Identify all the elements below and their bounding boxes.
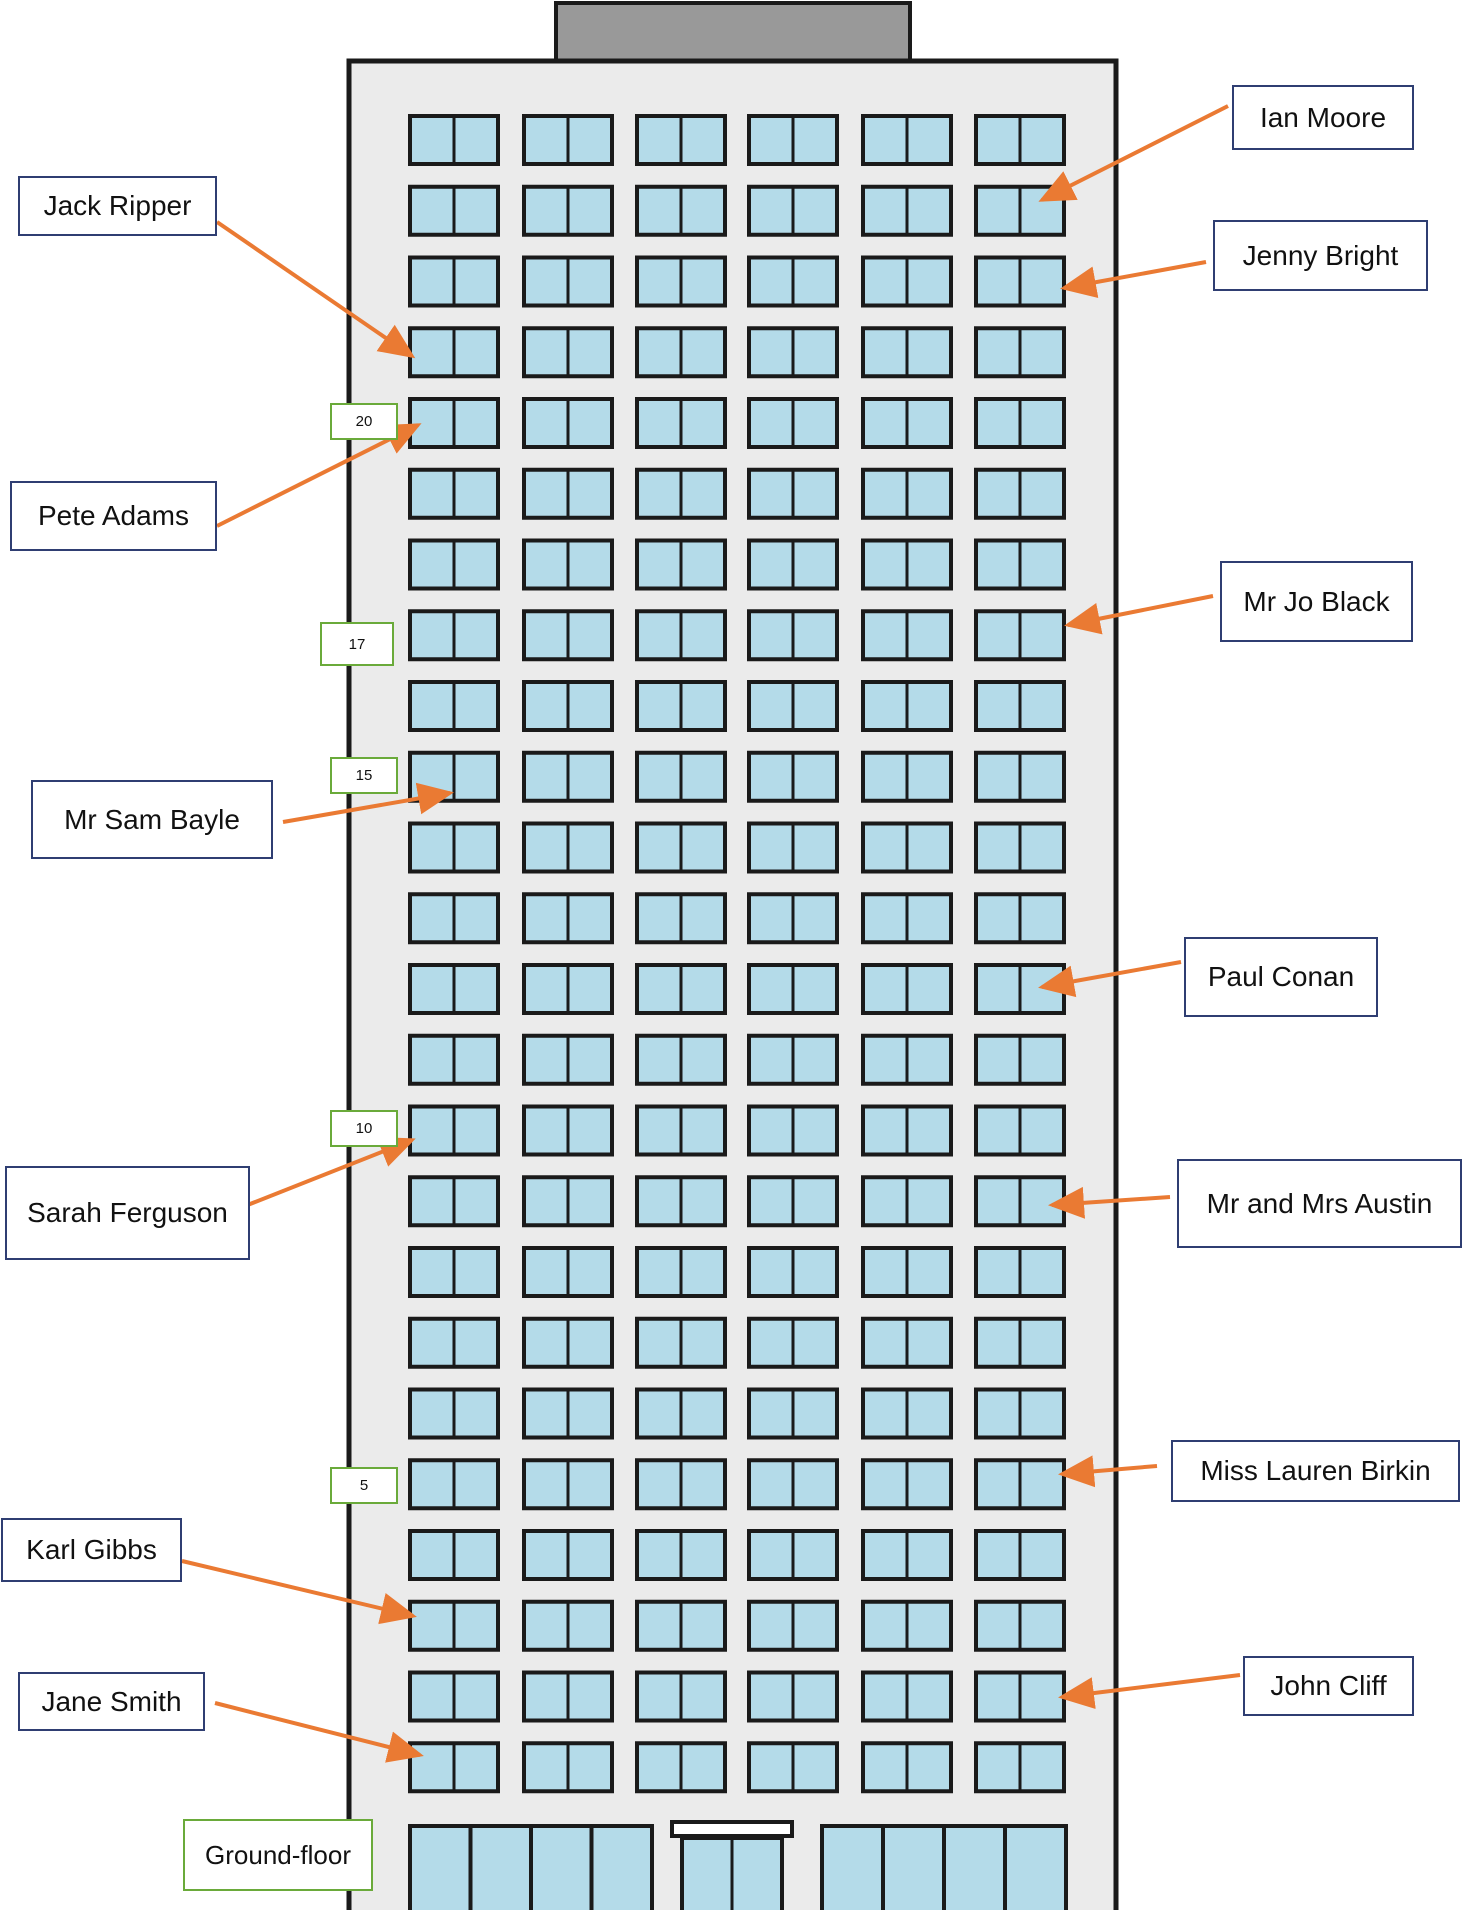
resident-label-jack-ripper: Jack Ripper (18, 176, 217, 236)
arrow-paul-conan (1038, 960, 1182, 998)
resident-label-mr-jo-black: Mr Jo Black (1220, 561, 1413, 642)
arrow-karl-gibbs (181, 1559, 417, 1625)
floor-label-10: 10 (330, 1110, 398, 1147)
arrow-ian-moore (1038, 104, 1229, 202)
resident-label-ian-moore: Ian Moore (1232, 85, 1414, 150)
window-grid (408, 114, 1066, 1794)
ground-floor-label: Ground-floor (183, 1819, 373, 1891)
resident-label-jane-smith: Jane Smith (18, 1672, 205, 1731)
ground-floor-facade (408, 1820, 1068, 1910)
ground-window-pane (1003, 1824, 1068, 1910)
resident-label-miss-lauren-birkin: Miss Lauren Birkin (1171, 1440, 1460, 1502)
ground-window-pane (468, 1824, 533, 1910)
arrow-mr-jo-black (1064, 594, 1214, 635)
arrow-layer (181, 104, 1241, 1763)
resident-label-pete-adams: Pete Adams (10, 481, 217, 551)
entrance-canopy (670, 1820, 794, 1838)
arrow-sarah-ferguson (239, 1136, 416, 1210)
resident-label-paul-conan: Paul Conan (1184, 937, 1378, 1017)
arrow-john-cliff (1058, 1673, 1241, 1709)
resident-label-john-cliff: John Cliff (1243, 1656, 1414, 1716)
arrow-jenny-bright (1060, 260, 1207, 298)
floor-label-5: 5 (330, 1467, 398, 1504)
resident-label-jenny-bright: Jenny Bright (1213, 220, 1428, 291)
arrow-mr-and-mrs-austin (1048, 1186, 1171, 1219)
resident-label-mr-sam-bayle: Mr Sam Bayle (31, 780, 273, 859)
floor-label-15: 15 (330, 757, 398, 794)
resident-label-karl-gibbs: Karl Gibbs (1, 1518, 182, 1582)
resident-label-sarah-ferguson: Sarah Ferguson (5, 1166, 250, 1260)
ground-window-pane (881, 1824, 946, 1910)
arrow-mr-sam-bayle (282, 782, 454, 824)
arrow-jack-ripper (215, 220, 416, 359)
ground-window-pane (942, 1824, 1007, 1910)
ground-window-pane (408, 1824, 473, 1910)
ground-window-pane (820, 1824, 885, 1910)
arrow-pete-adams (216, 423, 422, 528)
floor-label-17: 17 (320, 622, 394, 666)
floor-label-20: 20 (330, 403, 398, 440)
roof-block (554, 1, 912, 65)
arrow-miss-lauren-birkin (1058, 1455, 1158, 1488)
ground-window-pane (589, 1824, 654, 1910)
arrow-jane-smith (214, 1701, 424, 1763)
ground-window-pane (529, 1824, 594, 1910)
resident-label-mr-and-mrs-austin: Mr and Mrs Austin (1177, 1159, 1462, 1248)
